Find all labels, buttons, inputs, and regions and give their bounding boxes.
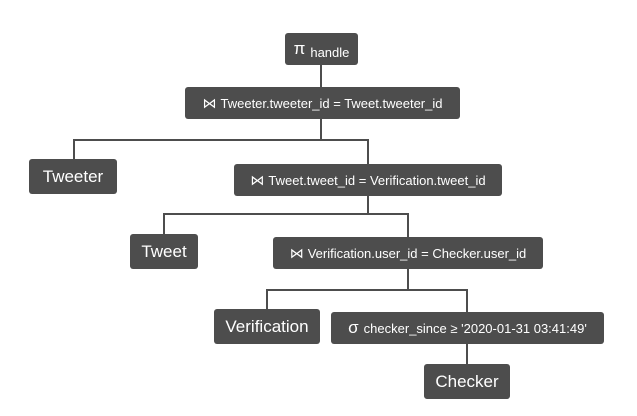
join-condition: Tweet.tweet_id = Verification.tweet_id — [268, 172, 486, 188]
edge-join2-branch — [163, 196, 409, 237]
join-symbol: ⋈ — [202, 94, 217, 111]
relation-name: Tweet — [141, 241, 187, 261]
relation-verification: Verification — [214, 309, 320, 344]
relation-name: Tweeter — [42, 166, 104, 186]
relation-name: Checker — [435, 371, 499, 391]
join-condition: Verification.user_id = Checker.user_id — [307, 245, 527, 261]
join-node-tweet-verification: ⋈ Tweet.tweet_id = Verification.tweet_id — [234, 164, 502, 196]
projection-symbol: π — [293, 39, 306, 58]
projection-node: π handle — [285, 33, 358, 65]
join-condition: Tweeter.tweeter_id = Tweet.tweeter_id — [220, 95, 443, 111]
selection-symbol: σ — [348, 318, 359, 337]
relation-checker: Checker — [424, 364, 510, 399]
join-node-tweeter-tweet: ⋈ Tweeter.tweeter_id = Tweet.tweeter_id — [185, 87, 460, 119]
join-symbol: ⋈ — [289, 244, 304, 261]
edge-join1-branch — [73, 119, 369, 164]
join-node-verification-checker: ⋈ Verification.user_id = Checker.user_id — [273, 237, 543, 269]
selection-node: σ checker_since ≥ '2020-01-31 03:41:49' — [331, 312, 604, 344]
relation-name: Verification — [225, 316, 309, 336]
relation-tweeter: Tweeter — [29, 159, 117, 194]
relation-tweet: Tweet — [130, 234, 198, 269]
selection-condition: checker_since ≥ '2020-01-31 03:41:49' — [363, 320, 587, 336]
projection-attribute: handle — [310, 44, 350, 60]
join-symbol: ⋈ — [250, 171, 265, 188]
edge-join3-branch — [266, 269, 468, 312]
